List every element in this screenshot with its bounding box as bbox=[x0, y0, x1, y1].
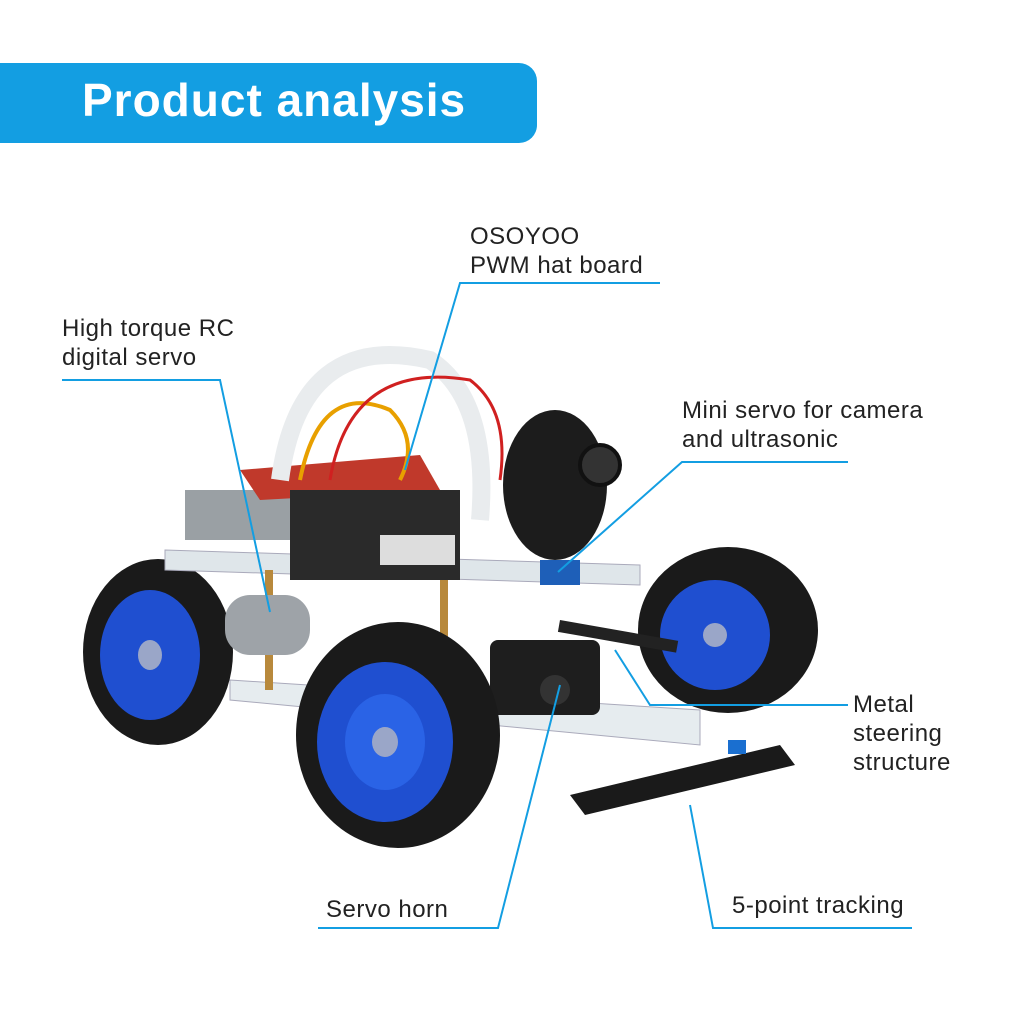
header-banner: Product analysis bbox=[0, 63, 537, 143]
callout-text: and ultrasonic bbox=[682, 426, 839, 453]
callout-text: steering bbox=[853, 720, 943, 747]
callout-mini-servo: Mini servo for camera and ultrasonic bbox=[682, 396, 923, 454]
wheel-back-left bbox=[83, 559, 233, 745]
callout-steering: Metal steering structure bbox=[853, 690, 951, 777]
tracking-sensor bbox=[570, 745, 795, 815]
callout-text: digital servo bbox=[62, 344, 197, 371]
motor bbox=[225, 595, 310, 655]
callout-rc-servo: High torque RC digital servo bbox=[62, 314, 234, 372]
steering-servo bbox=[490, 640, 600, 715]
callout-text: 5-point tracking bbox=[732, 892, 905, 919]
wheel-back-right bbox=[638, 547, 818, 713]
callout-text: PWM hat board bbox=[470, 252, 644, 279]
callout-text: Mini servo for camera bbox=[682, 397, 924, 424]
callout-text: High torque RC bbox=[62, 315, 235, 342]
callout-tracking: 5-point tracking bbox=[732, 891, 904, 920]
camera-module bbox=[503, 410, 622, 585]
callout-text: Metal bbox=[853, 691, 915, 718]
callout-pwm-hat: OSOYOO PWM hat board bbox=[470, 222, 643, 280]
callout-servo-horn: Servo horn bbox=[326, 895, 448, 924]
callout-lines bbox=[62, 282, 912, 929]
wheel-front-left bbox=[296, 622, 500, 848]
callout-text: Servo horn bbox=[326, 896, 449, 923]
callout-text: OSOYOO bbox=[470, 223, 580, 250]
page-title: Product analysis bbox=[82, 74, 467, 126]
callout-text: structure bbox=[853, 749, 951, 776]
